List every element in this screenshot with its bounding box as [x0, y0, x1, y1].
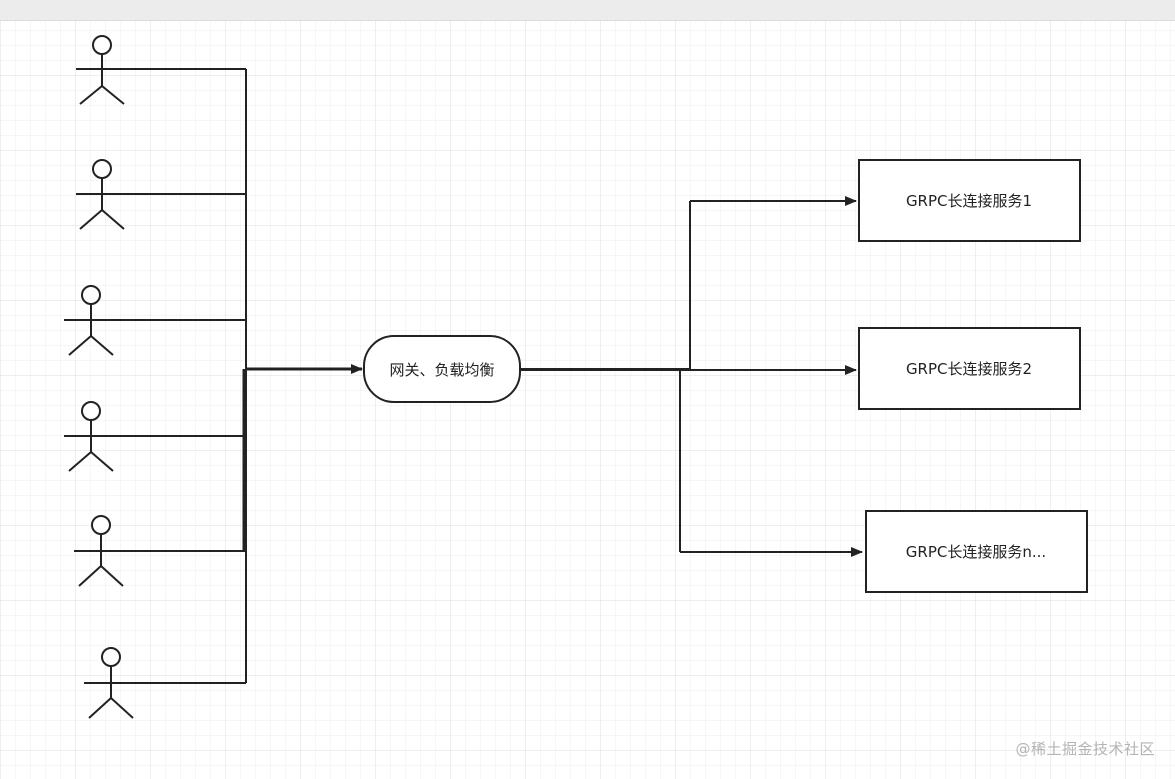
gateway-label: 网关、负载均衡: [389, 361, 494, 379]
service-node-2[interactable]: GRPC长连接服务2: [858, 327, 1081, 410]
actor-3[interactable]: [64, 285, 118, 356]
editor-top-bar: [0, 0, 1175, 21]
watermark-text: @稀土掘金技术社区: [1015, 740, 1155, 758]
actor-connectors: [118, 68, 247, 684]
gateway-connectors: [520, 196, 863, 557]
gateway-node[interactable]: 网关、负载均衡: [363, 335, 521, 403]
service-node-n[interactable]: GRPC长连接服务n...: [865, 510, 1088, 593]
actor-1[interactable]: [76, 35, 128, 105]
service-n-label: GRPC长连接服务n...: [906, 543, 1046, 561]
actor-4[interactable]: [64, 401, 118, 472]
service-node-1[interactable]: GRPC长连接服务1: [858, 159, 1081, 242]
actor-6[interactable]: [84, 647, 138, 719]
actor-2[interactable]: [76, 159, 128, 230]
actor-5[interactable]: [74, 515, 128, 587]
service-2-label: GRPC长连接服务2: [906, 360, 1032, 378]
service-1-label: GRPC长连接服务1: [906, 192, 1032, 210]
